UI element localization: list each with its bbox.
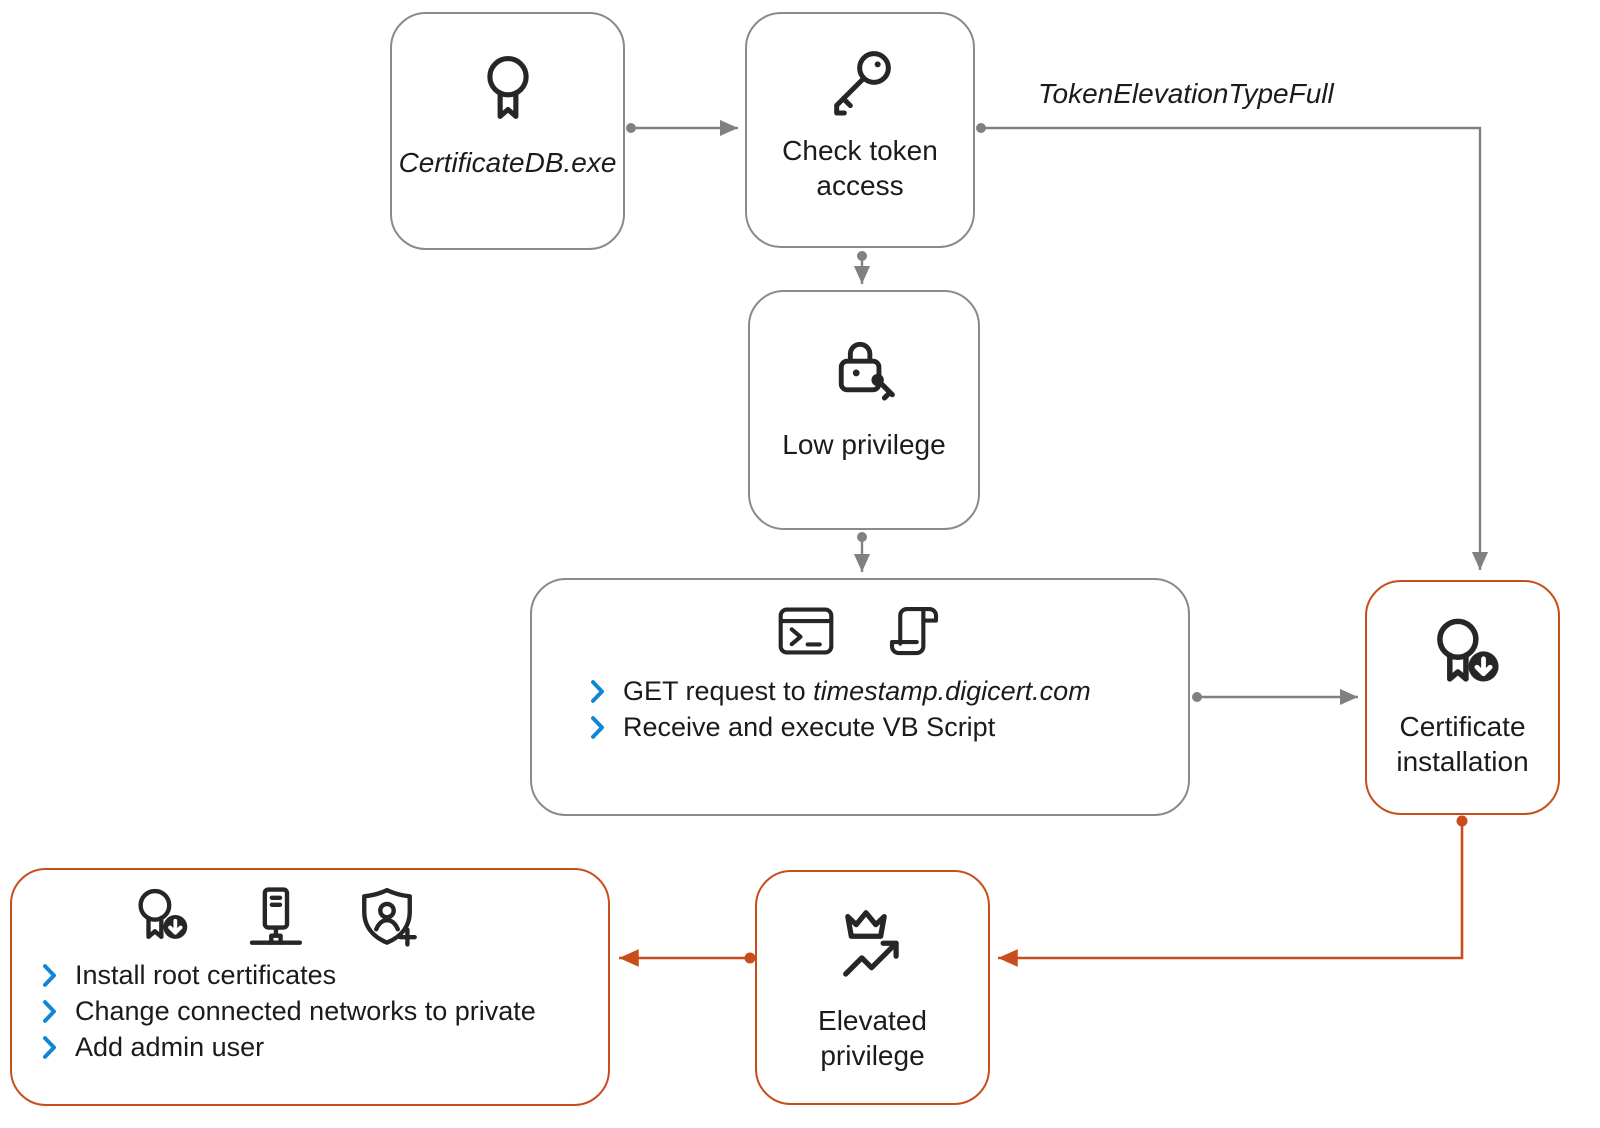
bullet-install-root-certs: Install root certificates bbox=[42, 960, 536, 991]
script-icon bbox=[881, 598, 947, 664]
bullet-change-networks: Change connected networks to private bbox=[42, 996, 536, 1027]
bullet-vbscript: Receive and execute VB Script bbox=[590, 712, 1091, 743]
bullet-add-admin-user-text: Add admin user bbox=[75, 1032, 265, 1062]
bullet-get-request-text: GET request to timestamp.digicert.com bbox=[623, 676, 1091, 706]
bullet-get-request: GET request to timestamp.digicert.com bbox=[590, 676, 1091, 707]
node-post-exploit-actions: Install root certificates Change connect… bbox=[10, 868, 610, 1106]
edge-label-token-elevation: TokenElevationTypeFull bbox=[1038, 78, 1334, 109]
chevron-right-icon bbox=[590, 680, 605, 703]
certificate-install-icon bbox=[124, 882, 194, 952]
bullet-install-root-certs-text: Install root certificates bbox=[75, 960, 337, 990]
node-low-privilege-label: Low privilege bbox=[782, 429, 946, 460]
actions-bullet-list: Install root certificates Change connect… bbox=[12, 960, 536, 1063]
certificate-icon bbox=[467, 48, 549, 130]
node-certificatedb: CertificateDB.exe bbox=[390, 12, 625, 250]
node-low-privilege: Low privilege bbox=[748, 290, 980, 530]
bullet-add-admin-user: Add admin user bbox=[42, 1032, 536, 1063]
node-certificate-installation-label: Certificate installation bbox=[1396, 711, 1529, 777]
chevron-right-icon bbox=[42, 964, 57, 987]
node-check-token-access: Check token access bbox=[745, 12, 975, 248]
chevron-right-icon bbox=[590, 716, 605, 739]
chevron-right-icon bbox=[42, 1000, 57, 1023]
lock-key-icon bbox=[825, 330, 903, 408]
script-bullet-list: GET request to timestamp.digicert.com Re… bbox=[532, 676, 1091, 743]
node-elevated-privilege-label: Elevated privilege bbox=[818, 1005, 927, 1071]
node-certificate-installation: Certificate installation bbox=[1365, 580, 1560, 815]
server-icon bbox=[238, 882, 308, 952]
shield-user-add-icon bbox=[352, 882, 422, 952]
bullet-change-networks-text: Change connected networks to private bbox=[75, 996, 536, 1026]
bullet-vbscript-text: Receive and execute VB Script bbox=[623, 712, 996, 742]
actions-icon-row bbox=[12, 882, 422, 952]
key-icon bbox=[820, 42, 900, 122]
certificate-install-icon bbox=[1419, 610, 1507, 698]
script-icon-row bbox=[773, 598, 947, 664]
node-certificatedb-label: CertificateDB.exe bbox=[398, 147, 617, 178]
node-check-token-access-label: Check token access bbox=[782, 135, 938, 201]
terminal-icon bbox=[773, 598, 839, 664]
elevate-icon bbox=[831, 904, 915, 988]
node-script-execution: GET request to timestamp.digicert.com Re… bbox=[530, 578, 1190, 816]
chevron-right-icon bbox=[42, 1036, 57, 1059]
node-elevated-privilege: Elevated privilege bbox=[755, 870, 990, 1105]
connector-certinstall-to-elevated bbox=[997, 818, 1464, 967]
connector-checktoken-to-certinstall bbox=[977, 126, 1489, 571]
